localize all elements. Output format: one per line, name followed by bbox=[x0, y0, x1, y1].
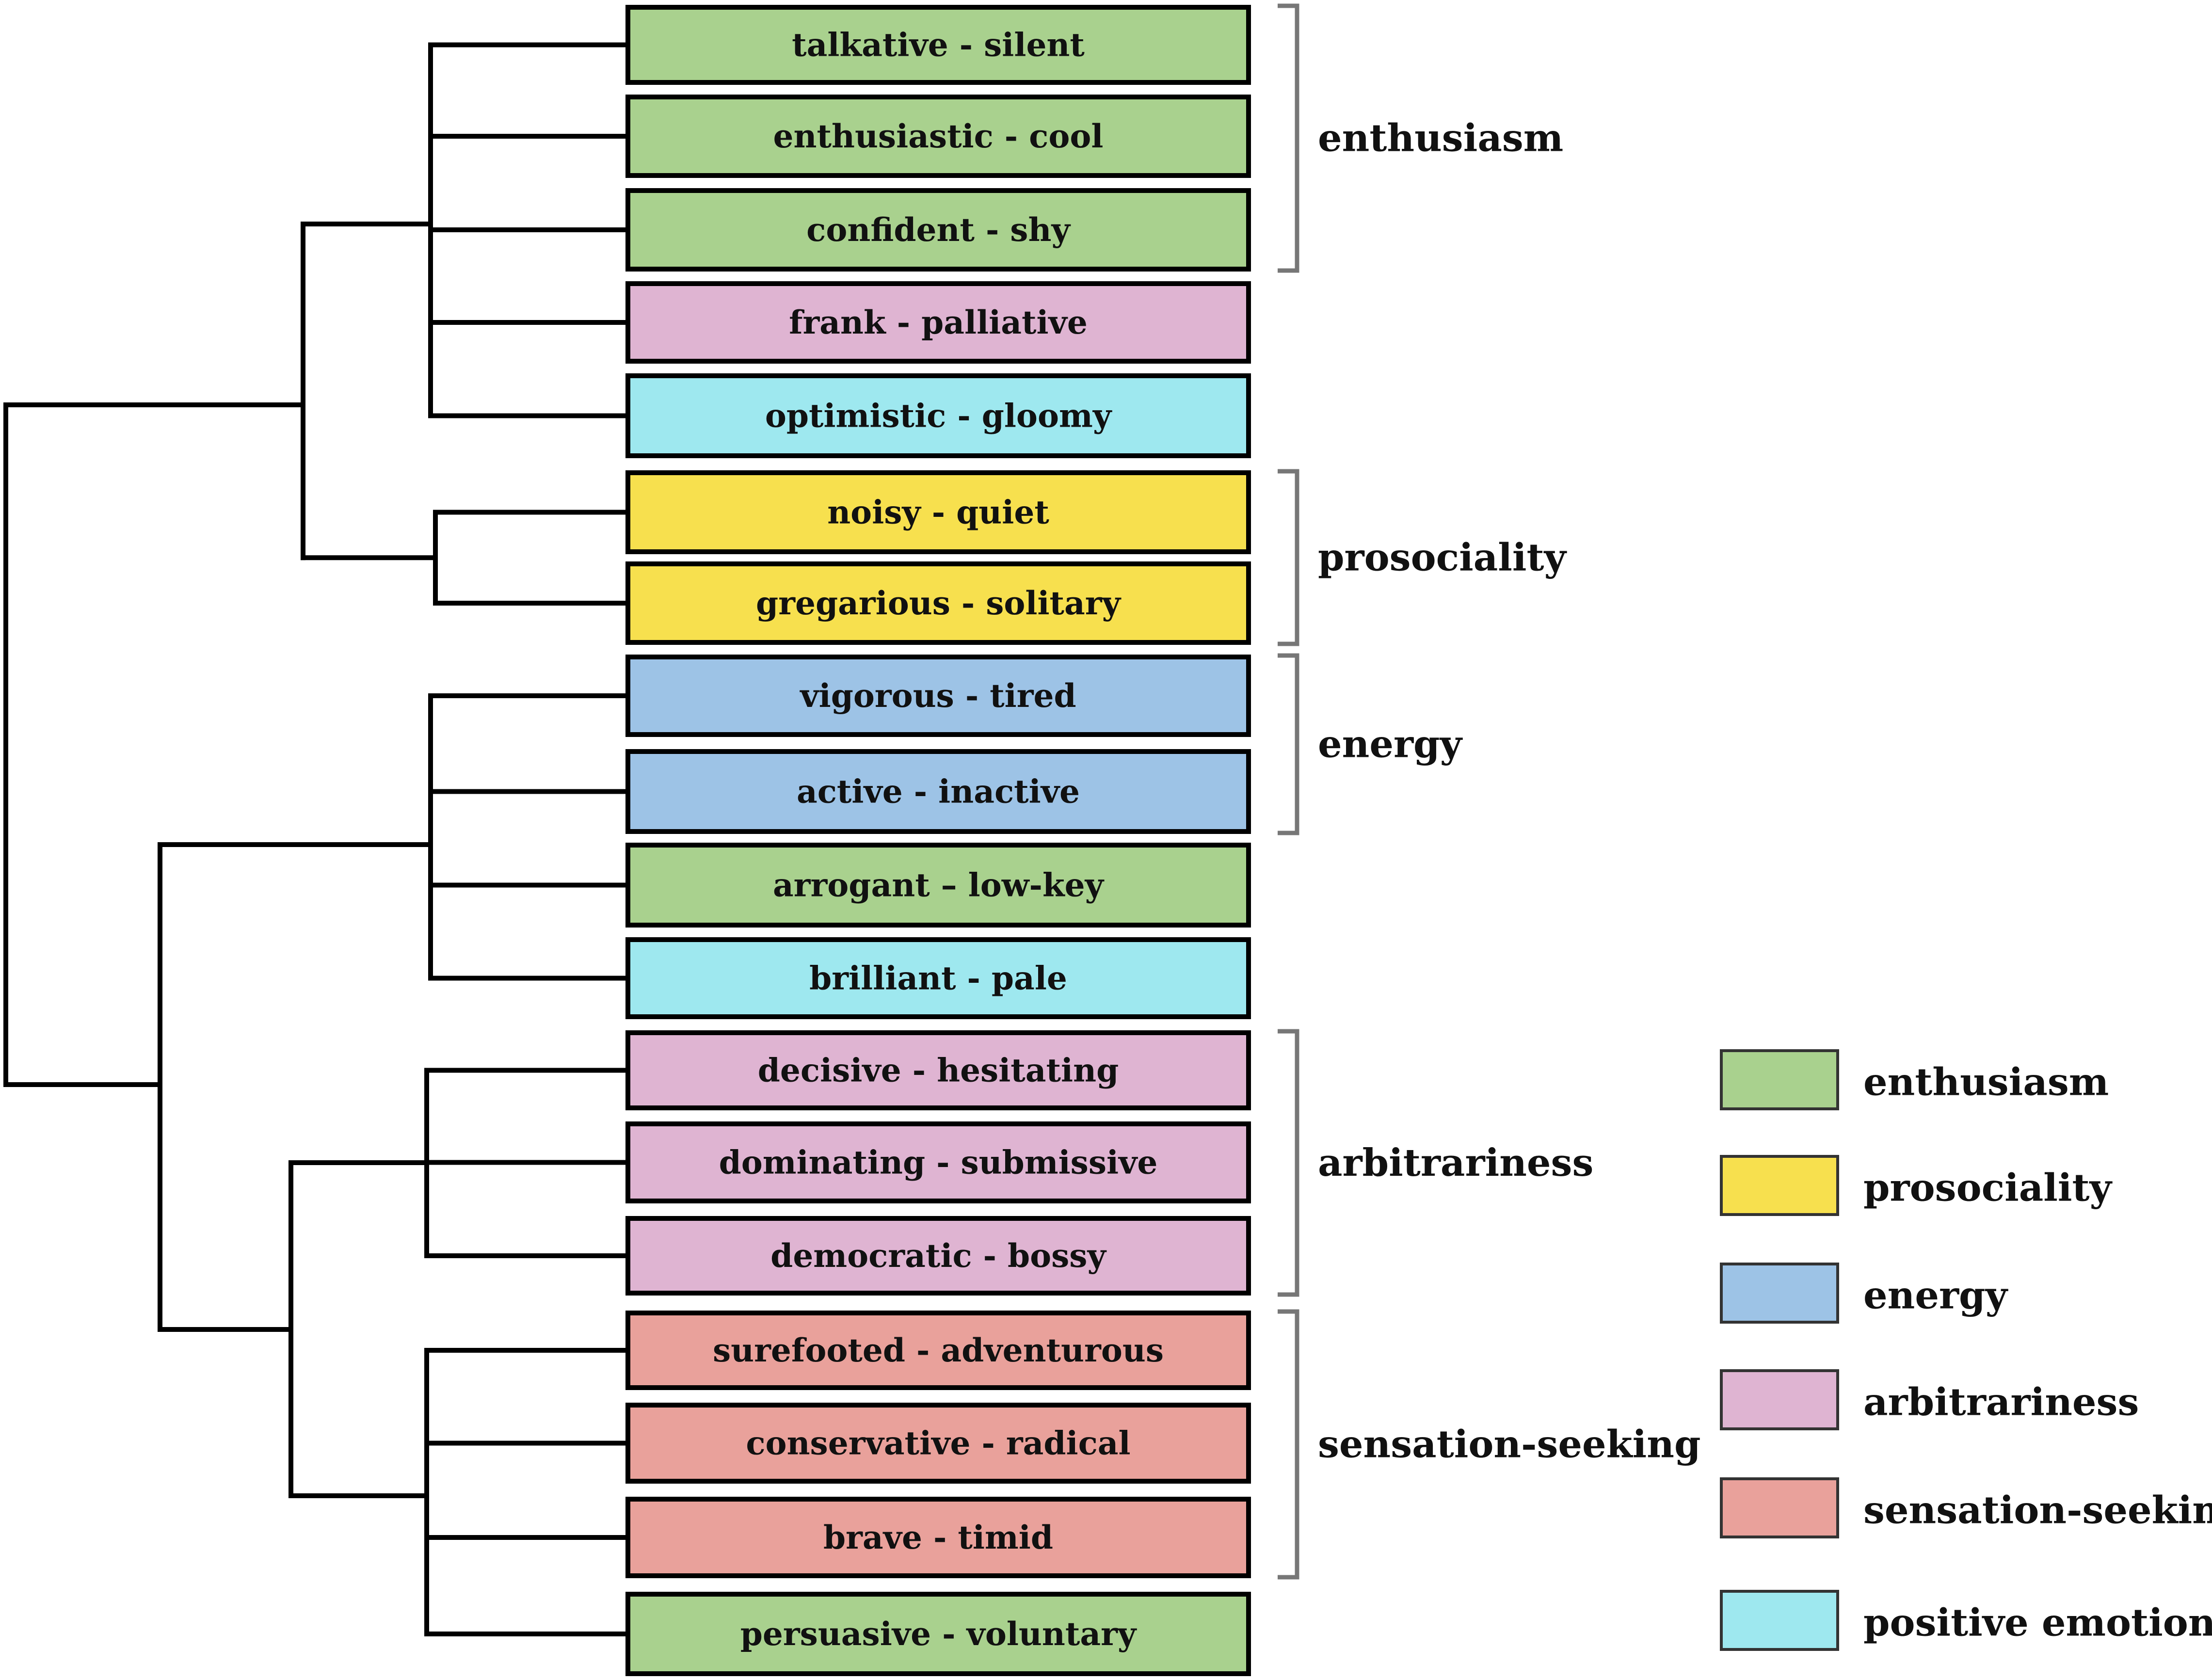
group-bracket-sensation-seeking: sensation-seeking bbox=[1278, 1309, 1701, 1580]
trait-box-fill bbox=[625, 749, 1251, 834]
trait-box-fill bbox=[625, 1121, 1251, 1203]
trait-box-talkative-silent: talkative - silent bbox=[625, 5, 1251, 85]
bracket-line bbox=[1278, 1309, 1299, 1580]
trait-label: vigorous - tired bbox=[799, 677, 1076, 715]
trait-box-fill bbox=[625, 1030, 1251, 1110]
legend-item-energy: energy bbox=[1720, 1263, 2009, 1324]
group-bracket-energy: energy bbox=[1278, 653, 1463, 835]
trait-label: optimistic - gloomy bbox=[765, 397, 1112, 435]
bracket-line bbox=[1278, 653, 1299, 835]
trait-box-fill bbox=[625, 95, 1251, 178]
dendrogram-tree bbox=[3, 42, 630, 1636]
trait-box-vigorous-tired: vigorous - tired bbox=[625, 655, 1251, 737]
group-label: sensation-seeking bbox=[1318, 1423, 1701, 1467]
group-bracket-arbitrariness: arbitrariness bbox=[1278, 1029, 1593, 1297]
legend-label: energy bbox=[1863, 1274, 2009, 1318]
trait-label: dominating - submissive bbox=[719, 1144, 1158, 1182]
legend-label: prosociality bbox=[1863, 1166, 2113, 1210]
group-label: enthusiasm bbox=[1318, 116, 1563, 160]
trait-box-democratic-bossy: democratic - bossy bbox=[625, 1216, 1251, 1296]
trait-box-surefooted-adventurous: surefooted - adventurous bbox=[625, 1311, 1251, 1390]
legend-label: sensation-seeking bbox=[1863, 1488, 2212, 1533]
legend-label: arbitrariness bbox=[1863, 1380, 2139, 1424]
trait-box-fill bbox=[625, 470, 1251, 554]
legend-swatch bbox=[1720, 1369, 1839, 1430]
trait-box-fill bbox=[625, 1592, 1251, 1676]
trait-box-fill bbox=[625, 281, 1251, 364]
trait-box-fill bbox=[625, 1403, 1251, 1484]
trait-label: confident - shy bbox=[806, 211, 1071, 249]
trait-label: democratic - bossy bbox=[770, 1237, 1106, 1275]
trait-label: brave - timid bbox=[823, 1519, 1053, 1556]
group-brackets: enthusiasm prosociality energy arbitrarines… bbox=[1278, 3, 1701, 1580]
bracket-line bbox=[1278, 1029, 1299, 1297]
group-label: arbitrariness bbox=[1318, 1141, 1593, 1185]
trait-box-conservative-radical: conservative - radical bbox=[625, 1403, 1251, 1484]
trait-box-brilliant-pale: brilliant - pale bbox=[625, 937, 1251, 1019]
trait-label: conservative - radical bbox=[746, 1424, 1130, 1462]
trait-label: decisive - hesitating bbox=[758, 1052, 1119, 1089]
legend-swatch bbox=[1720, 1477, 1839, 1538]
trait-label: gregarious - solitary bbox=[756, 584, 1122, 622]
legend-swatch bbox=[1720, 1155, 1839, 1216]
legend-swatch bbox=[1720, 1049, 1839, 1110]
trait-box-fill bbox=[625, 1216, 1251, 1296]
group-bracket-prosociality: prosociality bbox=[1278, 469, 1568, 646]
trait-box-frank-palliative: frank - palliative bbox=[625, 281, 1251, 364]
trait-label: talkative - silent bbox=[792, 26, 1085, 64]
trait-label: arrogant – low-key bbox=[773, 866, 1105, 904]
legend-swatch bbox=[1720, 1590, 1839, 1651]
trait-box-fill bbox=[625, 373, 1251, 458]
trait-box-noisy-quiet: noisy - quiet bbox=[625, 470, 1251, 554]
trait-label: enthusiastic - cool bbox=[773, 117, 1104, 155]
trait-box-fill bbox=[625, 561, 1251, 645]
trait-box-fill bbox=[625, 5, 1251, 85]
trait-box-fill bbox=[625, 937, 1251, 1019]
trait-box-fill bbox=[625, 655, 1251, 737]
trait-label: frank - palliative bbox=[789, 304, 1088, 341]
trait-box-fill bbox=[625, 1311, 1251, 1390]
trait-box-optimistic-gloomy: optimistic - gloomy bbox=[625, 373, 1251, 458]
trait-label: noisy - quiet bbox=[827, 494, 1049, 531]
trait-box-gregarious-solitary: gregarious - solitary bbox=[625, 561, 1251, 645]
trait-label: surefooted - adventurous bbox=[713, 1331, 1164, 1369]
bracket-line bbox=[1278, 469, 1299, 646]
trait-box-fill bbox=[625, 188, 1251, 272]
trait-box-persuasive-voluntary: persuasive - voluntary bbox=[625, 1592, 1251, 1676]
trait-label: brilliant - pale bbox=[809, 960, 1067, 997]
trait-box-decisive-hesitating: decisive - hesitating bbox=[625, 1030, 1251, 1110]
trait-box-brave-timid: brave - timid bbox=[625, 1497, 1251, 1578]
group-bracket-enthusiasm: enthusiasm bbox=[1278, 3, 1563, 273]
legend: enthusiasm prosociality energy arbitrarines… bbox=[1720, 1049, 2212, 1651]
legend-swatch bbox=[1720, 1263, 1839, 1324]
legend-item-enthusiasm: enthusiasm bbox=[1720, 1049, 2109, 1110]
trait-box-enthusiastic-cool: enthusiastic - cool bbox=[625, 95, 1251, 178]
trait-label: persuasive - voluntary bbox=[740, 1615, 1137, 1653]
legend-label: positive emotion bbox=[1863, 1601, 2212, 1645]
legend-item-sensation-seeking: sensation-seeking bbox=[1720, 1477, 2212, 1538]
group-label: prosociality bbox=[1318, 536, 1568, 580]
legend-item-positive-emotion: positive emotion bbox=[1720, 1590, 2212, 1651]
trait-box-confident-shy: confident - shy bbox=[625, 188, 1251, 272]
legend-item-prosociality: prosociality bbox=[1720, 1155, 2113, 1216]
trait-box-dominating-submissive: dominating - submissive bbox=[625, 1121, 1251, 1203]
trait-box-fill bbox=[625, 843, 1251, 928]
bracket-line bbox=[1278, 3, 1299, 273]
group-label: energy bbox=[1318, 722, 1463, 767]
trait-box-active-inactive: active - inactive bbox=[625, 749, 1251, 834]
legend-label: enthusiasm bbox=[1863, 1060, 2109, 1104]
legend-item-arbitrariness: arbitrariness bbox=[1720, 1369, 2139, 1430]
trait-box-arrogant-low-key: arrogant – low-key bbox=[625, 843, 1251, 928]
trait-box-fill bbox=[625, 1497, 1251, 1578]
trait-label: active - inactive bbox=[797, 773, 1080, 811]
trait-boxes: talkative - silent enthusiastic - cool con… bbox=[625, 5, 1251, 1676]
